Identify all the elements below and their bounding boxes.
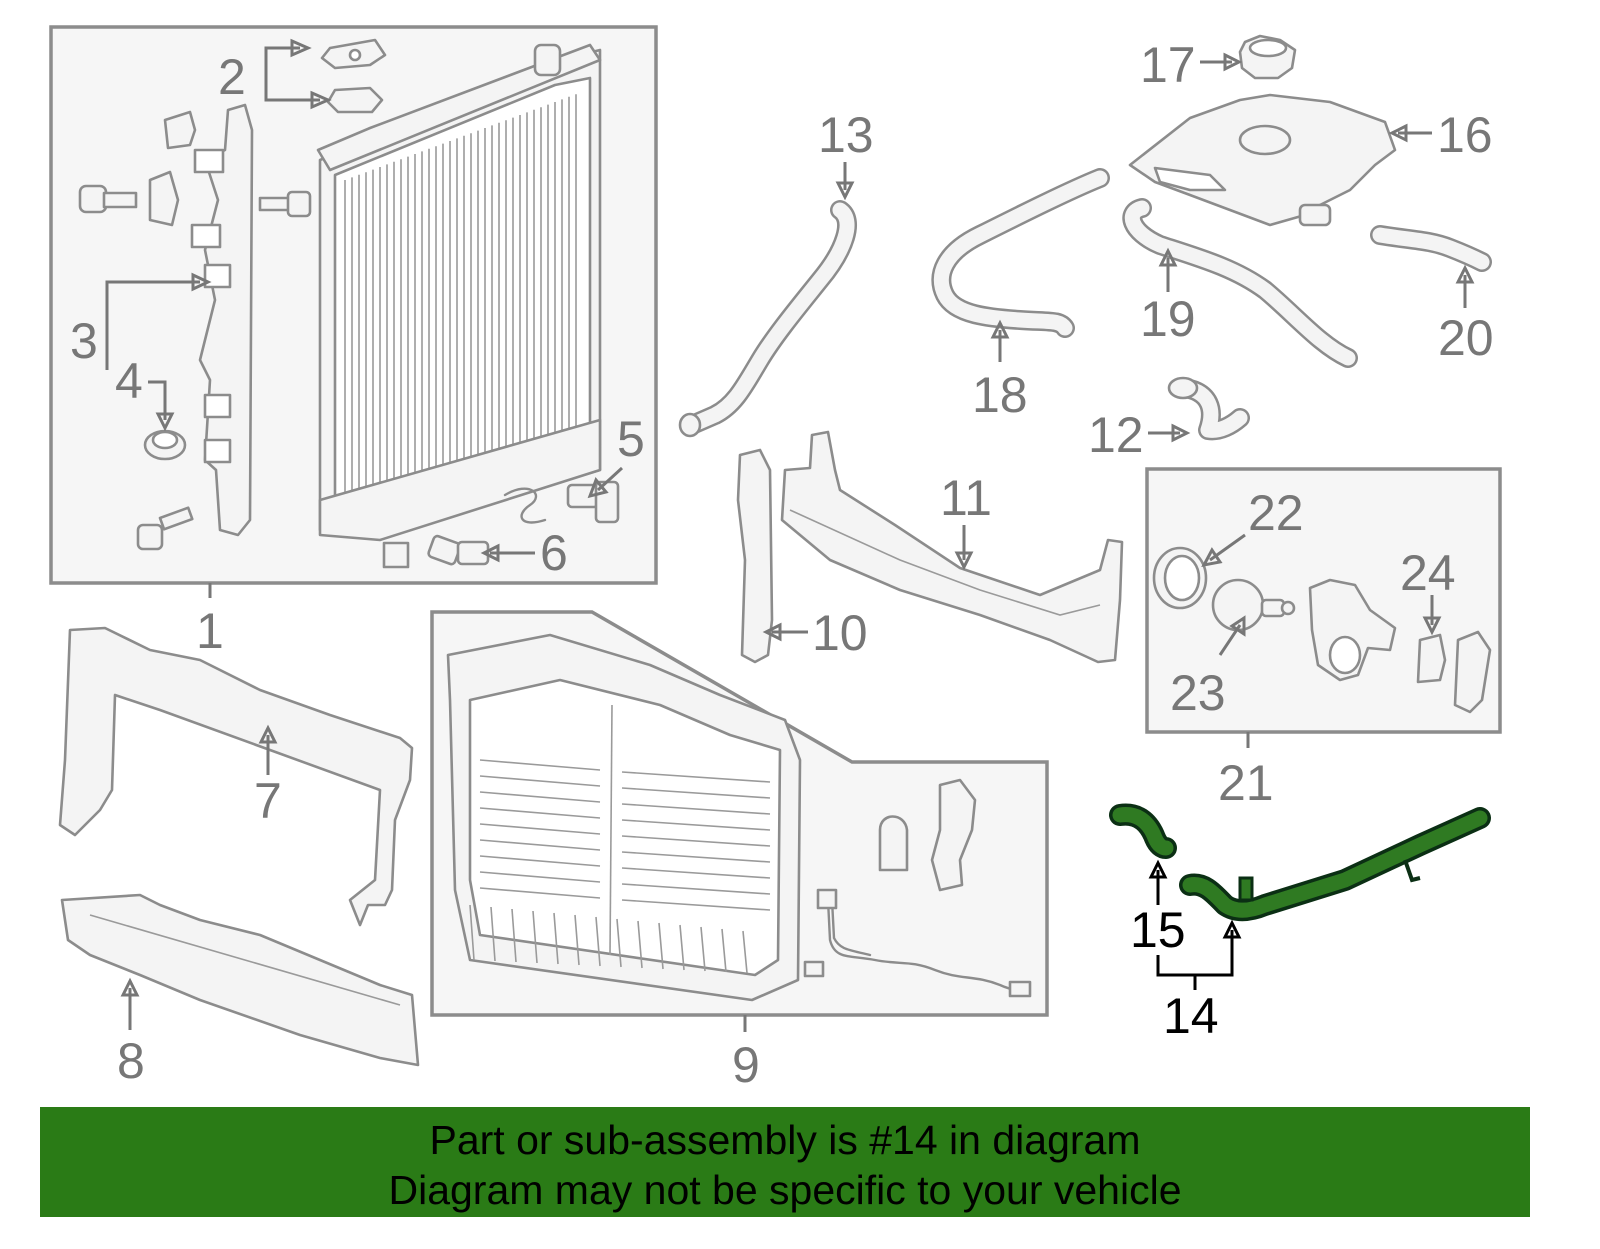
surge-tank: [1128, 93, 1397, 227]
hose-15: [1109, 803, 1177, 859]
radiator: [316, 43, 602, 542]
bracket-clip: [148, 170, 180, 227]
wire-harness: [803, 888, 1032, 998]
side-air-baffle: [736, 448, 774, 664]
callout-12: 12: [1088, 407, 1144, 463]
thermostat-housing: [1308, 578, 1397, 682]
hose-clip-small: [503, 487, 547, 524]
surge-tank-cap: [1238, 34, 1297, 80]
callout-13: 13: [818, 107, 874, 163]
radiator-side-bracket: [190, 103, 254, 537]
callout-18: 18: [972, 367, 1028, 423]
air-shutter: [446, 633, 802, 1002]
clip: [163, 110, 197, 150]
lower-clip: [382, 541, 410, 569]
callout-20: 20: [1438, 310, 1494, 366]
callout-3: 3: [70, 313, 98, 369]
upper-air-baffle: [780, 430, 1124, 664]
lower-deflector: [60, 893, 420, 1067]
thermostat: [1211, 578, 1296, 632]
bolt-lower: [136, 506, 194, 551]
callout-6: 6: [540, 525, 568, 581]
bolt-right: [258, 190, 312, 218]
elbow-hose: [1167, 376, 1250, 441]
mount-insulators: [320, 38, 387, 114]
hose-18: [931, 168, 1110, 338]
callout-19: 19: [1140, 291, 1196, 347]
hose-20: [1370, 225, 1492, 272]
callout-5: 5: [617, 411, 645, 467]
temperature-sensor: [427, 534, 490, 566]
upper-hose: [678, 200, 858, 438]
shutter-actuator: [878, 778, 977, 892]
callout-11: 11: [940, 470, 992, 526]
notice-banner: Part or sub-assembly is #14 in diagram D…: [40, 1107, 1530, 1217]
coolant-pipe-14: [1179, 807, 1491, 922]
callout-8: 8: [117, 1033, 145, 1089]
callout-9: 9: [732, 1037, 760, 1093]
hose-19: [1122, 198, 1358, 368]
callout-2: 2: [218, 49, 246, 105]
callout-17: 17: [1140, 37, 1196, 93]
grommet: [143, 429, 187, 461]
callout-22: 22: [1248, 485, 1304, 541]
callout-15: 15: [1130, 902, 1186, 958]
upper-baffle: [58, 626, 414, 927]
callout-24: 24: [1400, 545, 1456, 601]
callout-1: 1: [196, 603, 224, 659]
callout-23: 23: [1170, 665, 1226, 721]
housing-bracket: [1416, 630, 1492, 714]
leader-lines: [105, 38, 1475, 1032]
bolt-left: [78, 184, 138, 214]
callout-4: 4: [115, 353, 143, 409]
callout-14: 14: [1163, 988, 1219, 1044]
callout-16: 16: [1437, 107, 1493, 163]
callout-10: 10: [812, 605, 868, 661]
banner-line-2: Diagram may not be specific to your vehi…: [388, 1167, 1182, 1213]
banner-line-1: Part or sub-assembly is #14 in diagram: [429, 1117, 1141, 1163]
callout-21: 21: [1218, 755, 1274, 811]
thermostat-seal: [1152, 546, 1208, 610]
callout-7: 7: [254, 773, 282, 829]
